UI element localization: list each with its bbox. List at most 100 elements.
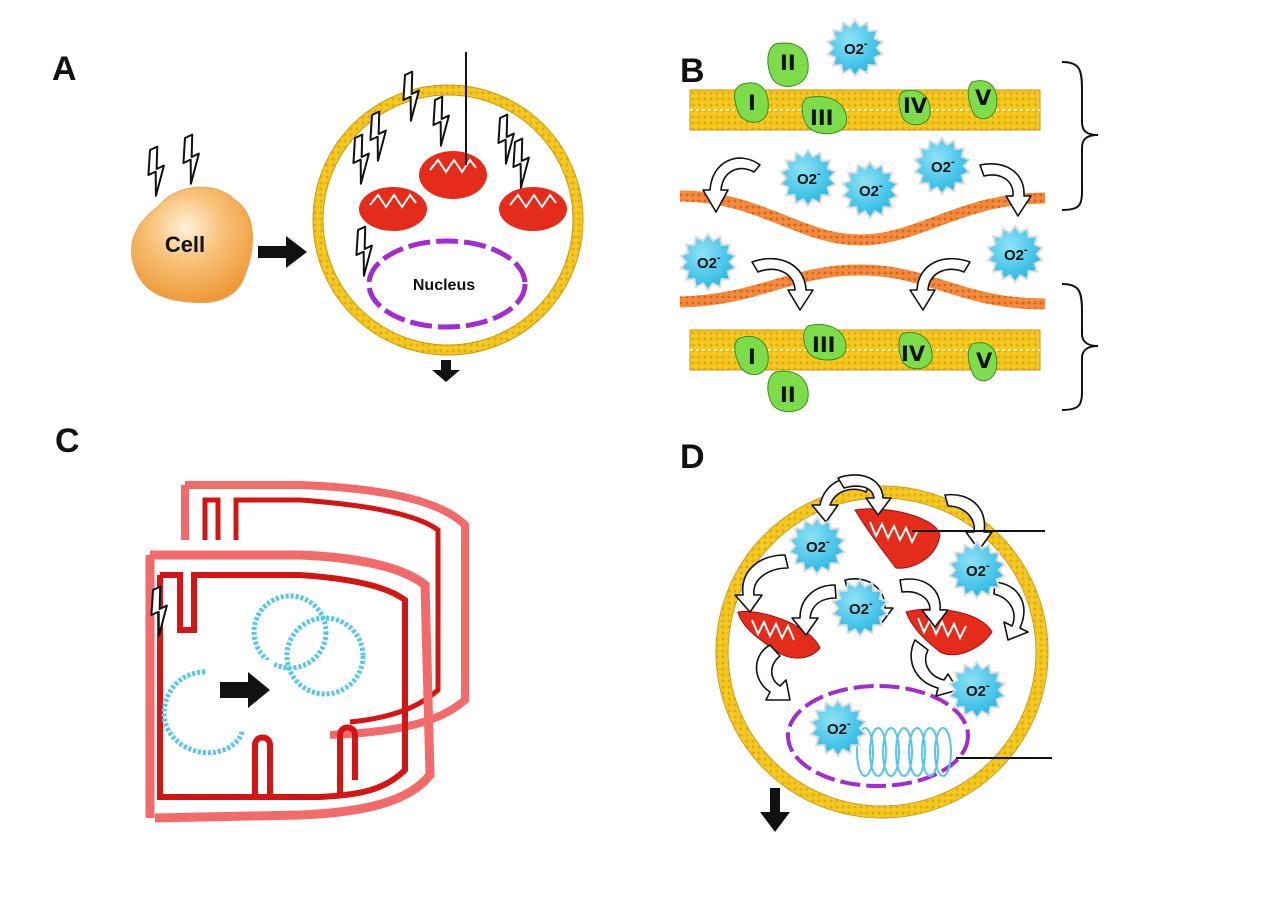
bracket [1061, 61, 1099, 211]
superoxide-label: O2- [806, 536, 830, 556]
complex-iii: III [803, 324, 847, 361]
superoxide-charge: - [717, 252, 721, 264]
mitochondrion-front [150, 550, 435, 823]
dna-helix [856, 727, 952, 777]
superoxide-icon: O2- [788, 516, 846, 576]
svg-text:III: III [810, 106, 833, 130]
superoxide-label: O2- [827, 718, 851, 738]
svg-text:V: V [975, 86, 992, 110]
mitochondrion [359, 187, 427, 231]
lightning-bolt-icon [344, 225, 385, 277]
superoxide-icon: O2- [948, 660, 1006, 720]
arrow-down-icon [760, 788, 790, 832]
cell-membrane [313, 85, 583, 355]
superoxide-icon: O2- [809, 698, 867, 758]
complex-i: I [734, 336, 769, 375]
cristae-membrane-lower [679, 264, 1046, 310]
cell-blob [131, 186, 253, 304]
complex-iv: IV [898, 89, 931, 126]
curved-arrow-icon [837, 474, 892, 516]
superoxide-icon: O2- [948, 540, 1006, 600]
superoxide-charge: - [864, 38, 868, 50]
superoxide-charge: - [1024, 244, 1028, 256]
superoxide-label: O2- [797, 168, 821, 188]
cell-label: Cell [165, 232, 205, 257]
complex-v: V [967, 342, 998, 382]
curved-arrow-icon [751, 257, 814, 311]
svg-text:I: I [748, 91, 756, 115]
complex-ii: II [767, 370, 809, 413]
panel-c: C [55, 422, 469, 823]
superoxide-label: O2- [697, 252, 721, 272]
svg-text:III: III [812, 333, 835, 357]
mtdna-broken [161, 669, 245, 756]
mtdna-circle [284, 615, 366, 697]
superoxide-icon: O2- [779, 148, 837, 208]
panel-b-label: B [680, 52, 705, 90]
mitochondrion [737, 610, 821, 659]
superoxide-label: O2- [849, 598, 873, 618]
superoxide-icon: O2- [841, 160, 899, 220]
curved-arrow-icon [734, 554, 789, 613]
panel-a-label: A [52, 50, 77, 88]
bracket [1061, 283, 1099, 411]
superoxide-charge: - [847, 718, 851, 730]
lightning-bolt-icon [136, 145, 177, 197]
complex-ii: II [767, 42, 809, 87]
superoxide-charge: - [986, 680, 990, 692]
complex-iv: IV [898, 332, 933, 370]
curved-arrow-icon [755, 644, 791, 701]
svg-text:IV: IV [903, 94, 928, 118]
arrow-right-icon [220, 672, 270, 708]
superoxide-charge: - [817, 168, 821, 180]
mitochondrion [419, 151, 487, 199]
svg-text:I: I [748, 345, 756, 369]
superoxide-charge: - [869, 598, 873, 610]
curved-arrow-icon [702, 157, 761, 213]
mitochondrion [499, 187, 567, 231]
complex-v: V [967, 80, 998, 120]
superoxide-icon: O2- [831, 578, 889, 638]
svg-text:II: II [780, 51, 796, 75]
superoxide-icon: O2- [913, 136, 971, 196]
mitochondrion [854, 508, 941, 569]
superoxide-label: O2- [844, 38, 868, 58]
nucleus-envelope [786, 684, 970, 788]
superoxide-charge: - [879, 180, 883, 192]
complex-iii: III [801, 96, 847, 135]
cristae-membrane-upper [679, 190, 1046, 246]
svg-text:V: V [976, 349, 993, 373]
superoxide-icon: O2- [986, 224, 1044, 284]
nucleus-envelope [366, 238, 528, 330]
superoxide-group-d: O2- O2- O2- O2- O2- [788, 516, 1006, 758]
arrow-down-icon [432, 360, 460, 382]
mitochondrion [905, 608, 993, 656]
svg-text:IV: IV [901, 342, 926, 366]
superoxide-icon: O2- [826, 18, 884, 78]
lightning-bolt-icon [171, 133, 212, 185]
curved-arrow-icon [791, 584, 837, 636]
superoxide-charge: - [986, 560, 990, 572]
panel-c-label: C [55, 422, 80, 460]
panel-a: A Cell Nucleus [52, 50, 584, 382]
complex-i: I [734, 82, 769, 123]
curved-arrow-icon [993, 581, 1029, 641]
superoxide-label: O2- [931, 156, 955, 176]
superoxide-charge: - [951, 156, 955, 168]
mtdna-circle [251, 593, 329, 671]
svg-text:II: II [780, 383, 796, 407]
panel-d: D [680, 438, 1052, 832]
panel-d-label: D [680, 438, 705, 476]
panel-b: B I II III IV V [679, 42, 1099, 413]
lightning-bolt-icon [421, 95, 462, 147]
superoxide-charge: - [826, 536, 830, 548]
superoxide-group-b: O2- O2- O2- O2- O2- O2- [679, 18, 1044, 292]
superoxide-label: O2- [966, 560, 990, 580]
curved-arrow-icon [909, 257, 971, 311]
superoxide-label: O2- [859, 180, 883, 200]
superoxide-label: O2- [1004, 244, 1028, 264]
arrow-right-icon [258, 236, 307, 268]
curved-arrow-icon [979, 163, 1032, 217]
